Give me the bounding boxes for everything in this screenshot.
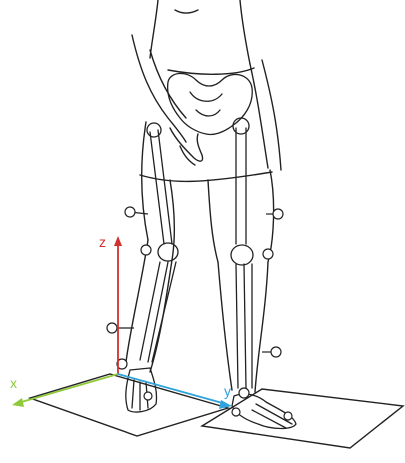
- force-plate-left: [30, 374, 228, 436]
- force-plate-right: [202, 389, 403, 448]
- body-outline: [126, 0, 281, 392]
- marker-right-shank: [271, 347, 281, 357]
- marker-right-thigh: [273, 209, 283, 219]
- y-axis-label: y: [224, 383, 231, 399]
- right-tibia: [236, 264, 246, 388]
- marker-right-toe: [284, 412, 292, 420]
- marker-right-heel: [232, 408, 240, 416]
- x-arrowhead: [12, 398, 24, 407]
- pelvis: [168, 73, 253, 134]
- marker-left-thigh: [125, 207, 135, 217]
- marker-right-knee: [263, 249, 273, 259]
- marker-left-knee: [141, 245, 151, 255]
- marker-left-shank: [107, 323, 117, 333]
- z-arrowhead: [114, 236, 122, 246]
- x-axis-label: x: [10, 375, 17, 391]
- right-femur: [236, 128, 246, 244]
- marker-right-ankle: [239, 388, 249, 398]
- z-axis-label: z: [99, 234, 106, 250]
- left-femur: [150, 130, 172, 244]
- marker-left-toe: [144, 392, 152, 400]
